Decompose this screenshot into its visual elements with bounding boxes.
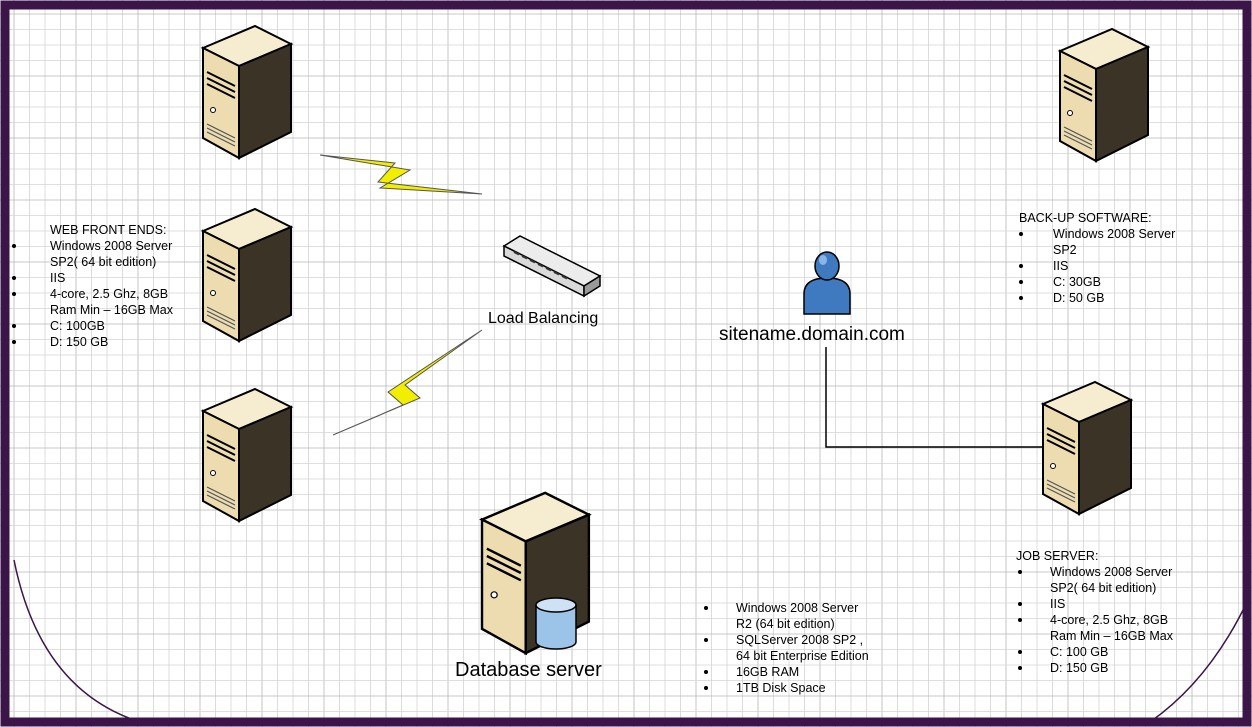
bullet-icon (1018, 666, 1022, 670)
spec-item-text: SP2( 64 bit edition) (1050, 581, 1157, 595)
connection-line (825, 347, 1045, 448)
spec-item-text: Ram Min – 16GB Max (1050, 629, 1173, 643)
server-icon (200, 207, 294, 343)
bullet-icon (12, 292, 16, 296)
person-icon (803, 251, 851, 315)
spec-item-text: 64 bit Enterprise Edition (736, 649, 869, 663)
spec-item-text: D: 150 GB (1050, 661, 1109, 675)
spec-item-text: Windows 2008 Server (736, 601, 859, 615)
spec-item-text: IIS (1053, 259, 1069, 273)
server-icon (200, 387, 294, 523)
spec-item-text: Windows 2008 Server (1053, 227, 1176, 241)
bullet-icon (1018, 650, 1022, 654)
switch-icon (502, 235, 602, 298)
server-icon (1057, 27, 1151, 163)
spec-item-text: 4-core, 2.5 Ghz, 8GB (50, 287, 169, 301)
spec-item: IIS (1016, 596, 1236, 612)
spec-item-text: SP2 (1053, 243, 1077, 257)
spec-item: C: 100GB (12, 318, 212, 334)
spec-item-text: Windows 2008 Server (1050, 565, 1173, 579)
spec-item: Windows 2008 Server R2 (64 bit edition) (700, 600, 940, 632)
bullet-icon (1018, 602, 1022, 606)
spec-item: SQLServer 2008 SP2 , 64 bit Enterprise Ed… (700, 632, 940, 664)
bullet-icon (12, 276, 16, 280)
spec-item: 4-core, 2.5 Ghz, 8GB Ram Min – 16GB Max (1016, 612, 1236, 644)
frame-curve-right (1149, 599, 1249, 723)
spec-item-text: D: 150 GB (50, 335, 109, 349)
server-icon (1040, 380, 1134, 516)
lightning-icon (319, 154, 483, 195)
server-icon (200, 24, 294, 160)
spec-item: D: 150 GB (12, 334, 212, 350)
spec-item: 4-core, 2.5 Ghz, 8GB Ram Min – 16GB Max (12, 286, 212, 318)
database-server-label: Database server (455, 659, 602, 681)
bullet-icon (12, 324, 16, 328)
frame-curve-left (13, 559, 141, 723)
spec-item: IIS (12, 270, 212, 286)
bullet-icon (12, 244, 16, 248)
spec-item: C: 30GB (1019, 274, 1219, 290)
spec-item: 1TB Disk Space (700, 680, 940, 696)
spec-title: BACK-UP SOFTWARE: (1019, 211, 1152, 225)
spec-item-text: SQLServer 2008 SP2 , (736, 633, 864, 647)
spec-item-text: IIS (1050, 597, 1066, 611)
bullet-icon (1019, 280, 1023, 284)
spec-item: D: 50 GB (1019, 290, 1219, 306)
spec-item-text: Windows 2008 Server (50, 239, 173, 253)
spec-item-text: C: 30GB (1053, 275, 1101, 289)
spec-title: WEB FRONT ENDS: (50, 223, 167, 237)
spec-item-text: IIS (50, 271, 66, 285)
bullet-icon (1019, 232, 1023, 236)
spec-item-text: 16GB RAM (736, 665, 800, 679)
spec-item-text: D: 50 GB (1053, 291, 1105, 305)
spec-title: JOB SERVER: (1016, 549, 1099, 563)
spec-item-text: C: 100 GB (1050, 645, 1109, 659)
spec-item-text: C: 100GB (50, 319, 105, 333)
load-balancing-label: Load Balancing (488, 310, 599, 327)
database-cylinder-icon (535, 597, 577, 650)
spec-item: 16GB RAM (700, 664, 940, 680)
bullet-icon (1018, 618, 1022, 622)
spec-item-text: SP2( 64 bit edition) (50, 255, 157, 269)
lightning-icon (332, 329, 483, 436)
spec-item-text: Ram Min – 16GB Max (50, 303, 173, 317)
bullet-icon (704, 686, 708, 690)
site-label: sitename.domain.com (719, 324, 905, 345)
bullet-icon (12, 340, 16, 344)
bullet-icon (704, 638, 708, 642)
bullet-icon (1019, 296, 1023, 300)
bullet-icon (1019, 264, 1023, 268)
spec-item: IIS (1019, 258, 1219, 274)
spec-item-text: R2 (64 bit edition) (736, 617, 835, 631)
bullet-icon (704, 670, 708, 674)
spec-item: C: 100 GB (1016, 644, 1236, 660)
spec-item: D: 150 GB (1016, 660, 1236, 676)
bullet-icon (1018, 570, 1022, 574)
bullet-icon (704, 606, 708, 610)
spec-item-text: 1TB Disk Space (736, 681, 826, 695)
spec-item-text: 4-core, 2.5 Ghz, 8GB (1050, 613, 1169, 627)
